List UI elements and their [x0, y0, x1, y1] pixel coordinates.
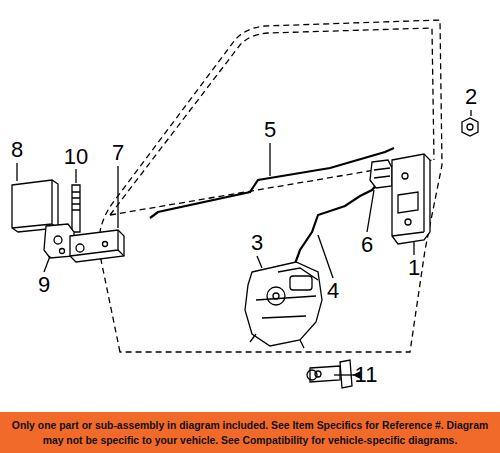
- callout-number: 7: [112, 142, 124, 164]
- callout-number: 4: [327, 280, 339, 302]
- callout-number: 9: [38, 274, 50, 296]
- notice-text: Only one part or sub-assembly in diagram…: [6, 418, 494, 448]
- notice-band: Only one part or sub-assembly in diagram…: [0, 412, 500, 453]
- callout-number: 10: [64, 146, 88, 168]
- callout-number: 6: [361, 234, 373, 256]
- callout-number: 11: [355, 364, 378, 386]
- callout-number: 3: [251, 232, 263, 254]
- callout-number: 5: [264, 119, 276, 141]
- callout-number: 8: [11, 139, 23, 161]
- callout-number: 2: [465, 86, 477, 108]
- callout-number: 1: [408, 257, 420, 279]
